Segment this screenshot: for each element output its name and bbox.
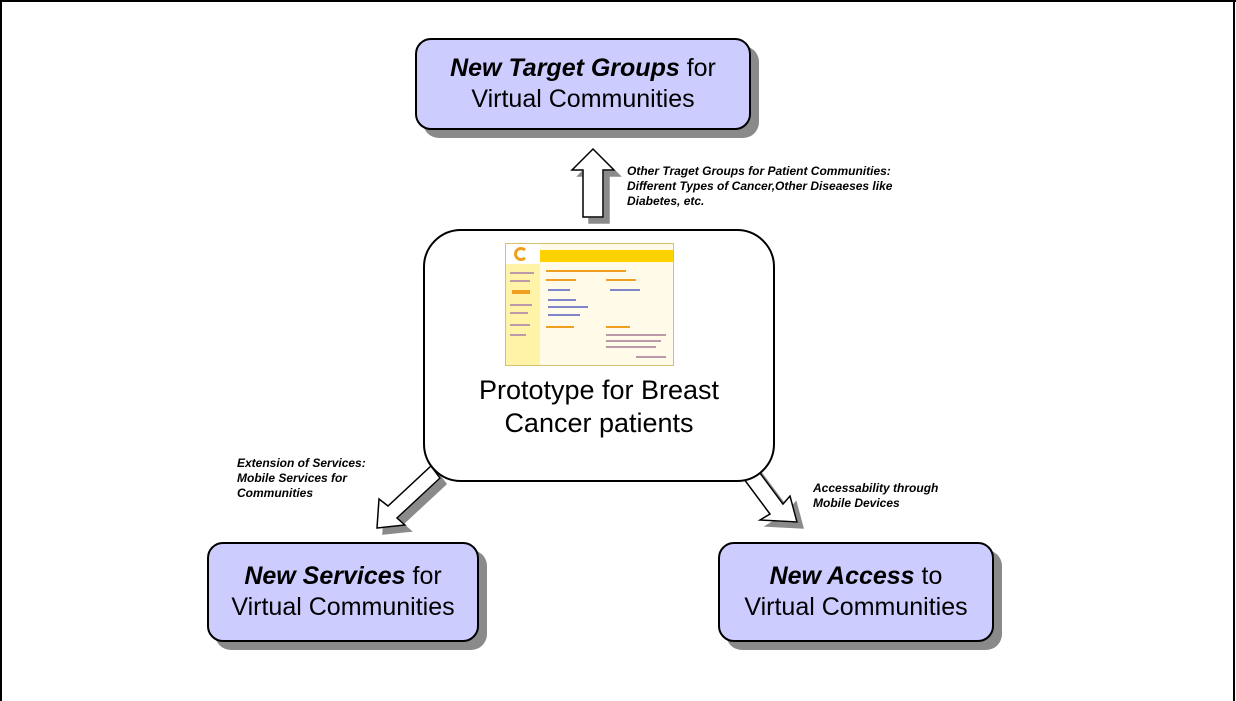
note-line: Mobile Services for <box>237 471 348 485</box>
new-services-box: New Services for Virtual Communities <box>207 542 479 642</box>
box-title-line2: Virtual Communities <box>231 593 455 621</box>
frame-right-border <box>1233 0 1235 701</box>
note-target-groups: Other Traget Groups for Patient Communit… <box>627 164 957 209</box>
box-title-line2: Virtual Communities <box>744 593 968 621</box>
box-title-bold: New Access <box>769 562 915 590</box>
frame-left-border <box>0 0 2 701</box>
box-title-line1: New Services for <box>244 561 441 592</box>
box-title-line1: New Target Groups for <box>450 53 716 84</box>
note-line: Mobile Devices <box>813 496 900 510</box>
box-title-rest: for <box>679 54 716 82</box>
new-target-groups-box: New Target Groups for Virtual Communitie… <box>415 38 751 130</box>
caption-line2: Cancer patients <box>504 408 694 438</box>
box-title-line1: New Access to <box>770 561 943 592</box>
prototype-box: Prototype for Breast Cancer patients <box>423 229 775 482</box>
note-line: Accessability through <box>813 481 939 495</box>
box-title-bold: New Target Groups <box>450 54 680 82</box>
note-services: Extension of Services: Mobile Services f… <box>237 456 407 501</box>
box-title-bold: New Services <box>244 562 406 590</box>
note-line: Diabetes, etc. <box>627 194 705 208</box>
new-access-box: New Access to Virtual Communities <box>718 542 994 642</box>
box-title-line2: Virtual Communities <box>471 85 695 113</box>
website-screenshot-thumbnail-icon <box>505 243 674 366</box>
box-title-rest: for <box>405 562 442 590</box>
box-title-rest: to <box>914 562 943 590</box>
caption-line1: Prototype for Breast <box>478 375 720 405</box>
frame-top-border <box>0 0 1236 2</box>
note-access: Accessability through Mobile Devices <box>813 481 993 511</box>
note-line: Communities <box>237 486 314 500</box>
note-line: Other Traget Groups for Patient Communit… <box>627 164 891 178</box>
prototype-caption: Prototype for Breast Cancer patients <box>425 374 773 440</box>
note-line: Different Types of Cancer,Other Diseaese… <box>627 179 893 193</box>
up-arrow <box>570 147 616 218</box>
note-line: Extension of Services: <box>237 456 366 470</box>
